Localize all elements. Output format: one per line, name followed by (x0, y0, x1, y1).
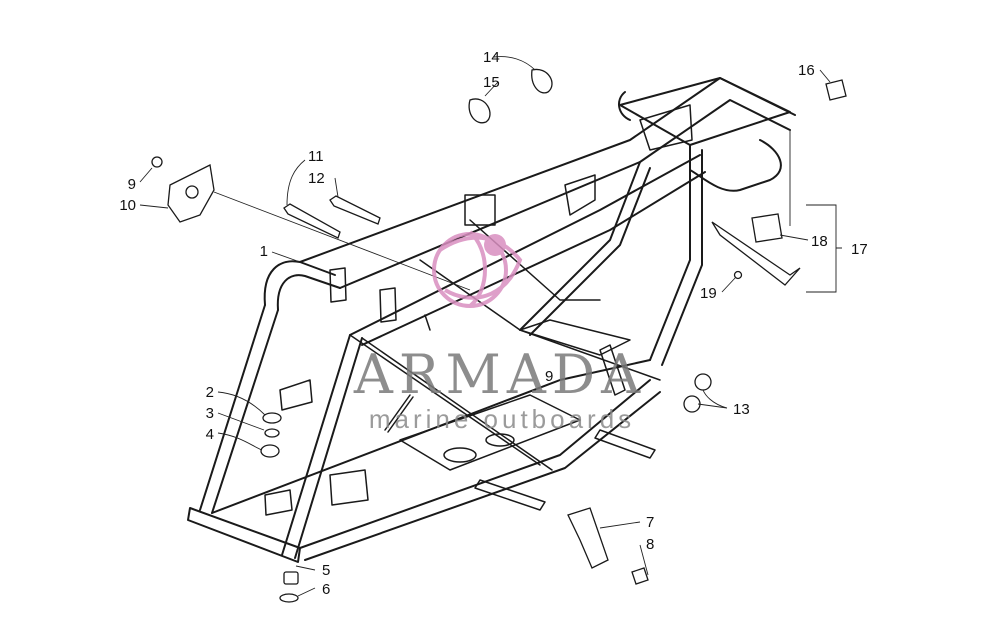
plate-18-part (751, 213, 783, 243)
callout-17: 17 (851, 241, 868, 258)
callout-12: 12 (308, 170, 325, 187)
callout-10: 10 (119, 197, 136, 214)
bolt-8-part (631, 567, 649, 585)
callout-1: 1 (260, 243, 268, 260)
nut-13b-part (683, 395, 701, 413)
callout-9: 9 (128, 176, 136, 193)
hook-part (711, 221, 801, 286)
callout-13: 13 (733, 401, 750, 418)
leader-lines (139, 56, 842, 597)
callout-labels: 1 2 3 4 5 6 7 8 9 10 11 12 13 14 15 16 1… (119, 49, 867, 598)
callout-7: 7 (646, 514, 654, 531)
bolt-12-part (329, 195, 381, 225)
washer-2-part (262, 412, 282, 424)
washer-6-part (279, 593, 299, 603)
watermark-tagline: marine outboards (369, 404, 635, 434)
bushing-5-part (283, 571, 299, 585)
callout-9b: 9 (545, 368, 553, 385)
watermark: ARMADA marine outboards (353, 230, 646, 434)
nut-13a-part (694, 373, 712, 391)
clip-14-part (531, 68, 553, 94)
callout-8: 8 (646, 536, 654, 553)
watermark-logo (432, 230, 523, 308)
callout-6: 6 (322, 581, 330, 598)
atv-frame (187, 77, 796, 563)
callout-4: 4 (206, 426, 214, 443)
callout-19: 19 (700, 285, 717, 302)
callout-14: 14 (483, 49, 500, 66)
cap-16-part (825, 79, 847, 101)
watermark-brand: ARMADA (353, 343, 646, 406)
plate-hole (185, 185, 199, 199)
callout-11: 11 (308, 148, 324, 165)
nut-19-part (733, 270, 743, 280)
clip-15-part (468, 98, 491, 124)
bracket-7-part (567, 507, 609, 569)
callout-2: 2 (206, 384, 214, 401)
washer-3-part (264, 428, 280, 438)
nut-9-part (151, 156, 163, 168)
callout-3: 3 (206, 405, 214, 422)
loose-parts (151, 68, 847, 603)
bolt-11-part (283, 203, 341, 239)
callout-15: 15 (483, 74, 500, 91)
callout-5: 5 (322, 562, 330, 579)
callout-18: 18 (811, 233, 828, 250)
callout-16: 16 (798, 62, 815, 79)
washer-4-part (260, 444, 280, 458)
